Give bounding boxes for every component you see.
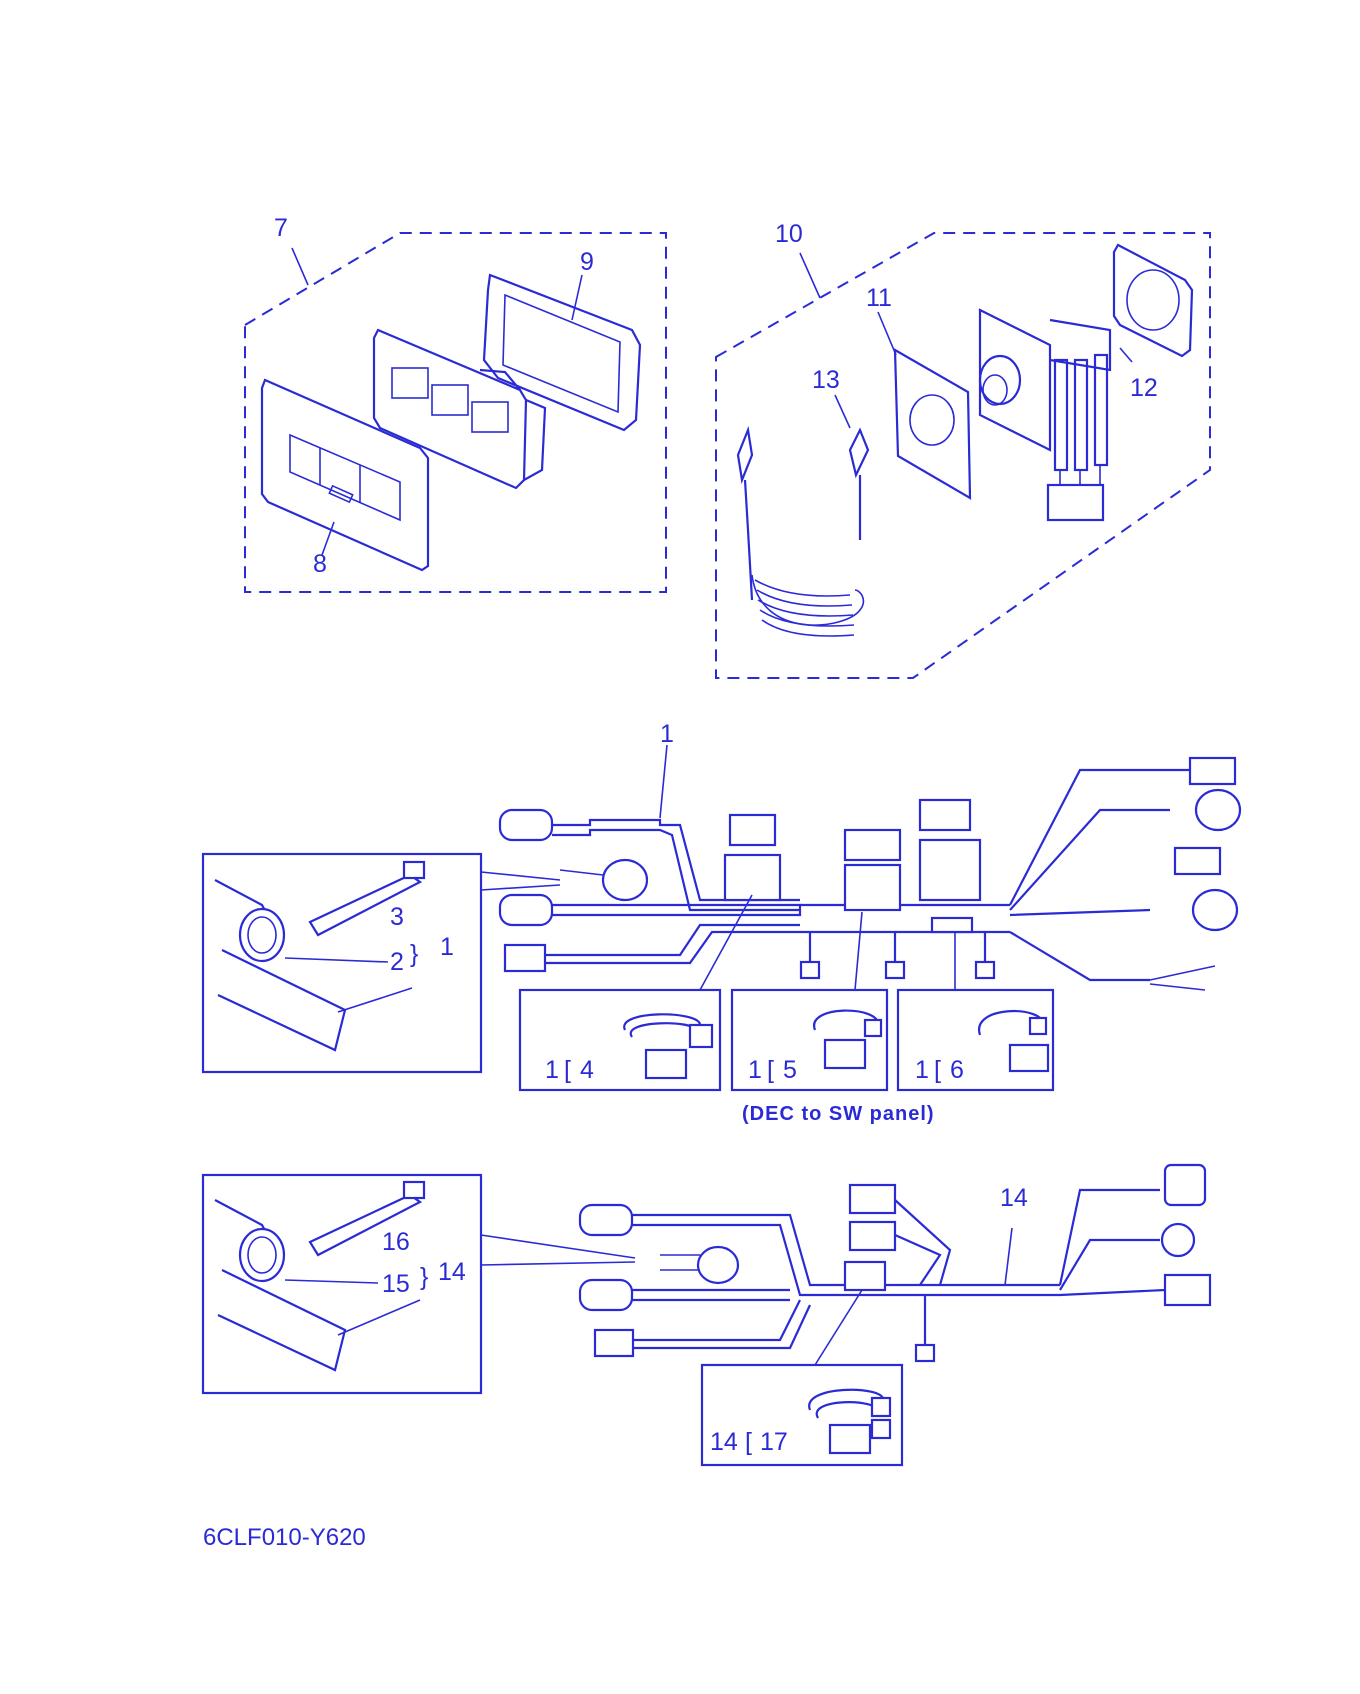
switch-panel-assembly-group bbox=[244, 232, 667, 593]
callout-7: 7 bbox=[274, 214, 288, 242]
brace-2-3: } bbox=[410, 940, 418, 968]
callout-9: 9 bbox=[580, 248, 594, 276]
brace-15-16: } bbox=[420, 1263, 428, 1291]
callout-2: 2 bbox=[390, 948, 404, 976]
callout-13: 13 bbox=[812, 366, 840, 394]
bracket-box6: [ bbox=[934, 1056, 941, 1084]
callout-14-harness: 14 bbox=[1000, 1184, 1028, 1212]
callout-6: 6 bbox=[950, 1056, 964, 1084]
harness-14-connector-left-bottom bbox=[593, 1328, 635, 1358]
harness-1-connector-right-4 bbox=[1191, 888, 1239, 932]
part-2-sensor bbox=[238, 907, 286, 963]
part-9-gasket bbox=[482, 273, 642, 432]
part-8-front-cover bbox=[260, 378, 430, 572]
harness-1-connector-right-2 bbox=[1194, 788, 1242, 832]
callout-5: 5 bbox=[783, 1056, 797, 1084]
callout-1-inset: 1 bbox=[440, 933, 454, 961]
callout-15: 15 bbox=[382, 1270, 410, 1298]
callout-11: 11 bbox=[866, 284, 892, 312]
bracket-box5: [ bbox=[767, 1056, 774, 1084]
callout-10: 10 bbox=[775, 220, 803, 248]
harness-1-connector-right-3 bbox=[1173, 846, 1222, 876]
harness-14-sensor-inset bbox=[201, 1173, 636, 1395]
harness-14-sensor bbox=[696, 1245, 740, 1285]
harness-1 bbox=[498, 744, 1242, 991]
part-13-lanyard bbox=[736, 425, 870, 637]
callout-16: 16 bbox=[382, 1228, 410, 1256]
callout-1-box5-prefix: 1 bbox=[748, 1056, 762, 1084]
callout-1-box6-prefix: 1 bbox=[915, 1056, 929, 1084]
callout-4: 4 bbox=[580, 1056, 594, 1084]
callout-8: 8 bbox=[313, 550, 327, 578]
part-12-gasket bbox=[1112, 243, 1194, 358]
callout-12: 12 bbox=[1130, 374, 1158, 402]
part-15-sensor bbox=[238, 1227, 286, 1283]
bracket-box4: [ bbox=[564, 1056, 571, 1084]
harness-1-connector-left-mid bbox=[498, 893, 554, 927]
harness-1-jumper-boxes bbox=[518, 894, 1055, 1092]
harness-14-connector-right-3 bbox=[1163, 1273, 1212, 1307]
harness-caption: (DEC to SW panel) bbox=[742, 1103, 935, 1125]
switch-backplate bbox=[372, 328, 547, 490]
callout-3: 3 bbox=[390, 903, 404, 931]
harness-14-connector-right-1 bbox=[1163, 1163, 1207, 1207]
harness-14-connector-left-mid bbox=[578, 1278, 634, 1312]
harness-14-connector-right-2 bbox=[1160, 1222, 1196, 1258]
callout-17: 17 bbox=[760, 1428, 788, 1456]
harness-1-sensor bbox=[601, 858, 649, 902]
harness-1-connector-right-1 bbox=[1188, 756, 1237, 786]
callout-1-harness: 1 bbox=[660, 720, 674, 748]
bracket-box17: [ bbox=[745, 1428, 752, 1456]
harness-1-connector-left-bottom bbox=[503, 943, 547, 973]
key-switch-assembly-group bbox=[715, 232, 1211, 679]
callout-14-box17-prefix: 14 bbox=[710, 1428, 738, 1456]
callout-1-box4-prefix: 1 bbox=[545, 1056, 559, 1084]
harness-14-jumper-box bbox=[700, 1289, 904, 1467]
harness-14-connector-left-top bbox=[578, 1203, 634, 1237]
harness-14 bbox=[578, 1163, 1212, 1363]
key-switch-body bbox=[978, 308, 1112, 522]
harness-1-sensor-inset bbox=[201, 852, 561, 1074]
drawing-code: 6CLF010-Y620 bbox=[203, 1524, 366, 1551]
harness-1-connector-left-top bbox=[498, 808, 554, 842]
callout-14-inset: 14 bbox=[438, 1258, 466, 1286]
part-11-key-cover bbox=[893, 348, 972, 500]
